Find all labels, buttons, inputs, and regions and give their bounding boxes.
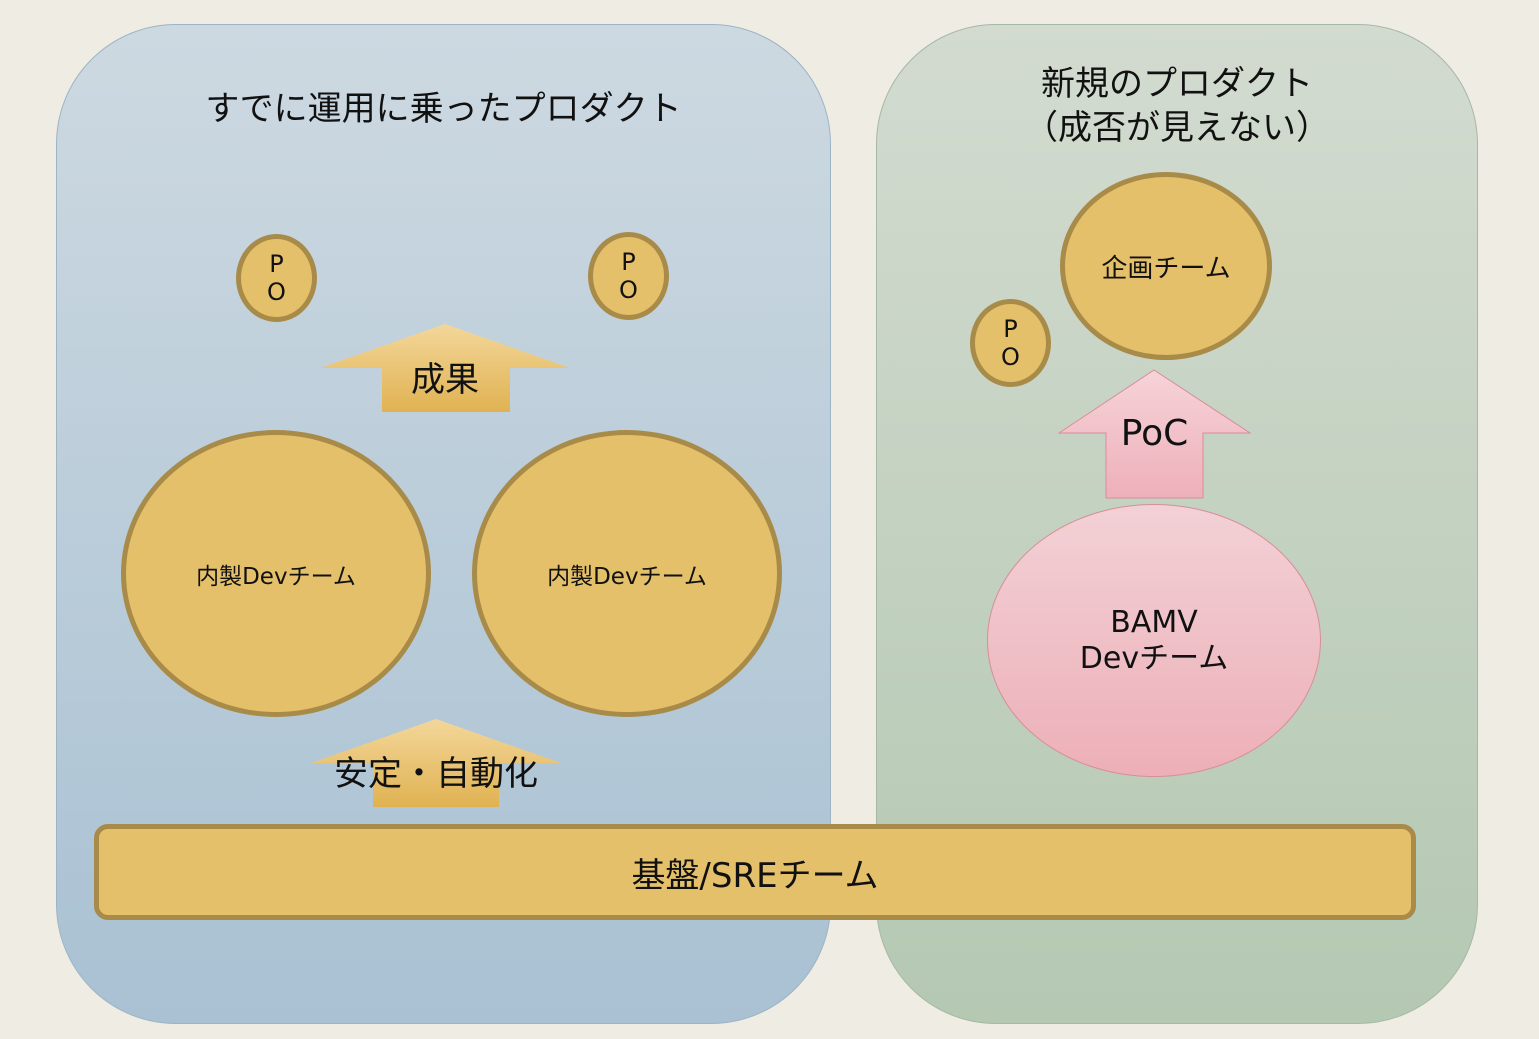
up-arrow-icon: [311, 719, 561, 807]
dev-team-label: 内製Devチーム: [196, 563, 356, 590]
result-arrow: 成果: [320, 324, 570, 412]
po-label: P O: [267, 250, 294, 306]
platform-sre-team-bar: 基盤/SREチーム: [94, 824, 1416, 920]
existing-products-title: すでに運用に乗ったプロダクト: [205, 89, 682, 129]
po-label: P O: [619, 248, 646, 304]
in-house-dev-team-right: 内製Devチーム: [472, 430, 782, 717]
new-products-title: 新規のプロダクト （成否が見えない）: [876, 62, 1478, 150]
platform-sre-team-label: 基盤/SREチーム: [631, 855, 879, 896]
planning-team-circle: 企画チーム: [1060, 172, 1272, 360]
bamv-dev-team-label: Devチーム: [1079, 640, 1229, 676]
bamv-dev-team-circle: BAMV Devチーム: [987, 504, 1321, 777]
po-circle-left: P O: [236, 234, 317, 322]
po-circle-right: P O: [588, 232, 669, 320]
bamv-label: BAMV: [1110, 604, 1198, 640]
up-arrow-icon: [1058, 369, 1251, 499]
poc-arrow: PoC: [1058, 369, 1251, 499]
stability-arrow-label: 安定・自動化: [334, 754, 538, 794]
new-products-title-line1: 新規のプロダクト: [1041, 64, 1313, 104]
result-arrow-label: 成果: [411, 360, 479, 400]
stability-automation-arrow: 安定・自動化: [311, 719, 561, 807]
in-house-dev-team-left: 内製Devチーム: [121, 430, 431, 717]
po-circle-new: P O: [970, 299, 1051, 387]
po-label: P O: [1001, 315, 1028, 371]
planning-team-label: 企画チーム: [1101, 253, 1231, 284]
up-arrow-icon: [320, 324, 570, 412]
poc-arrow-label: PoC: [1120, 413, 1189, 454]
new-products-title-line2: （成否が見えない）: [1024, 108, 1330, 148]
dev-team-label: 内製Devチーム: [547, 563, 707, 590]
